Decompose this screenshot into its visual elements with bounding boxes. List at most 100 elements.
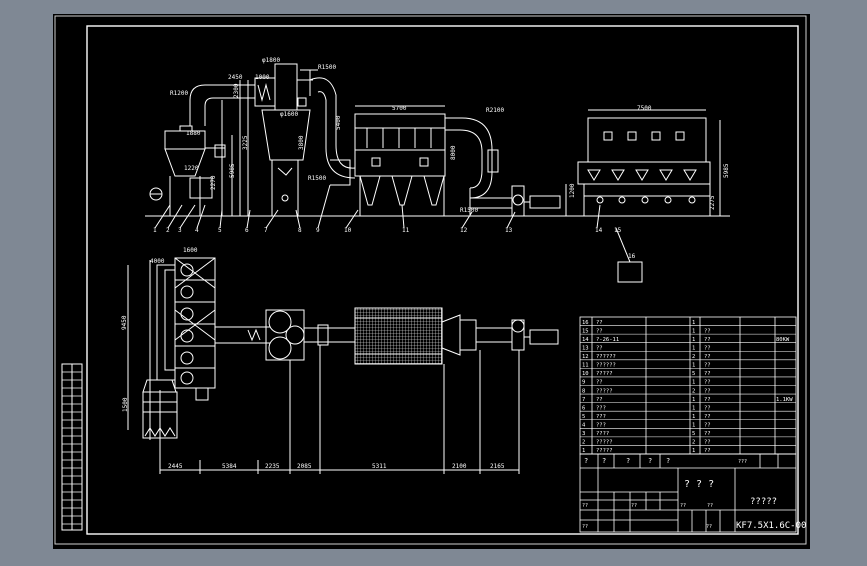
tb-cell-10: ?? xyxy=(707,503,713,509)
dim-r1500-a: R1500 xyxy=(318,64,336,71)
parts-cell: 13 xyxy=(582,345,589,351)
callout-13: 13 xyxy=(505,227,513,234)
title-block-center: ? ? ? xyxy=(684,479,714,490)
parts-cell: ?? xyxy=(704,405,711,411)
parts-cell: ?? xyxy=(704,328,711,334)
bag-filter-plan xyxy=(354,307,443,365)
dim-1200: 1200 xyxy=(569,183,576,198)
tb-cell-4: ? xyxy=(648,457,652,465)
dryer-unit xyxy=(149,125,226,216)
parts-cell: 8 xyxy=(582,388,585,394)
parts-cell: ?? xyxy=(704,388,711,394)
callout-3: 3 xyxy=(178,227,182,234)
parts-cell: 1 xyxy=(692,448,695,454)
parts-cell: 4 xyxy=(582,423,586,429)
parts-cell: 5 xyxy=(692,371,695,377)
parts-cell: ?? xyxy=(596,320,603,326)
callout-14: 14 xyxy=(595,227,603,234)
parts-cell: 6 xyxy=(582,405,585,411)
parts-cell: 9 xyxy=(582,380,585,386)
callout-1: 1 xyxy=(153,227,157,234)
dim-1000: 1000 xyxy=(255,74,270,81)
parts-cell: 10 xyxy=(582,371,589,377)
dim-left-1600: 1600 xyxy=(183,247,198,254)
dim-bottom-5311: 5311 xyxy=(372,463,387,470)
sheet-outer-border xyxy=(54,15,807,545)
parts-cell: ?? xyxy=(596,345,603,351)
parts-cell: ??? xyxy=(596,423,606,429)
parts-cell: 2 xyxy=(692,354,695,360)
dim-r2100: R2100 xyxy=(486,107,504,114)
parts-cell: 2 xyxy=(692,440,695,446)
dim-bottom-2445: 2445 xyxy=(168,463,183,470)
tb-cell-1: ? xyxy=(584,457,588,465)
tb-cell-9: ?? xyxy=(680,503,686,509)
parts-cell: 14 xyxy=(582,337,589,343)
dim-7500: 7500 xyxy=(637,105,652,112)
callout-2: 2 xyxy=(166,227,170,234)
parts-cell: 1 xyxy=(692,405,695,411)
parts-cell: 1 xyxy=(692,337,695,343)
dim-1880: 1880 xyxy=(186,130,201,137)
dim-2275: 2275 xyxy=(709,195,716,210)
tb-cell-2: ? xyxy=(602,457,606,465)
bag-filter-1 xyxy=(354,113,446,216)
elevation-view xyxy=(145,63,730,283)
parts-cell: 2 xyxy=(582,440,585,446)
callout-11: 11 xyxy=(402,227,410,234)
dim-r1500-c: R1500 xyxy=(460,207,478,214)
parts-cell: ?? xyxy=(704,440,711,446)
dim-left-4000: 4000 xyxy=(150,258,165,265)
parts-cell: 3 xyxy=(582,431,585,437)
parts-cell: ?? xyxy=(704,337,711,343)
parts-cell: 1 xyxy=(692,380,695,386)
parts-cell: ?? xyxy=(704,363,711,369)
parts-cell: ?? xyxy=(596,328,603,334)
dim-bottom-2100: 2100 xyxy=(452,463,467,470)
dim-5985-b: 5985 xyxy=(723,163,730,178)
parts-cell: 12 xyxy=(582,354,589,360)
tb-cell-11: ?? xyxy=(582,524,588,530)
parts-cell: ????? xyxy=(596,440,613,446)
drawing-number: KF7.5X1.6C-00 xyxy=(736,521,806,531)
crossover-duct xyxy=(300,69,356,186)
parts-cell: ?? xyxy=(704,431,711,437)
dim-left-1500: 1500 xyxy=(122,397,129,412)
callout-5: 5 xyxy=(218,227,222,234)
dim-bottom-2085: 2085 xyxy=(297,463,312,470)
parts-cell: ?? xyxy=(704,380,711,386)
sheet-paper xyxy=(53,14,810,549)
callout-4: 4 xyxy=(195,227,199,234)
parts-cell: ??? xyxy=(596,405,606,411)
parts-cell: ?? xyxy=(704,371,711,377)
callout-6: 6 xyxy=(245,227,249,234)
tb-cell-12: ?? xyxy=(706,524,712,530)
dim-5400: 5400 xyxy=(335,115,342,130)
dim-5985-a: 5985 xyxy=(229,163,236,178)
parts-cell: 1 xyxy=(692,320,695,326)
tb-cell-3: ? xyxy=(626,457,630,465)
parts-cell: ?? xyxy=(704,448,711,454)
bag-filter-2 xyxy=(577,117,711,216)
parts-cell: 1 xyxy=(582,448,585,454)
parts-cell: ????? xyxy=(596,388,613,394)
dim-r1500-b: R1500 xyxy=(308,175,326,182)
parts-cell: 1 xyxy=(692,414,695,420)
dim-phi1600: φ1600 xyxy=(280,111,298,118)
parts-cell: ?? xyxy=(704,423,711,429)
parts-cell: 16 xyxy=(582,320,589,326)
parts-cell: 1 xyxy=(692,328,695,334)
dim-3225: 3225 xyxy=(242,135,249,150)
parts-cell: 1.1KW xyxy=(776,397,793,403)
dim-1220: 1220 xyxy=(184,165,199,172)
parts-cell: 1 xyxy=(692,345,695,351)
parts-cell: 5 xyxy=(692,431,695,437)
dim-bottom-2235: 2235 xyxy=(265,463,280,470)
callout-10: 10 xyxy=(344,227,352,234)
dim-2270: 2270 xyxy=(210,175,217,190)
parts-cell: ?????? xyxy=(596,354,616,360)
parts-cell: 5 xyxy=(582,414,585,420)
